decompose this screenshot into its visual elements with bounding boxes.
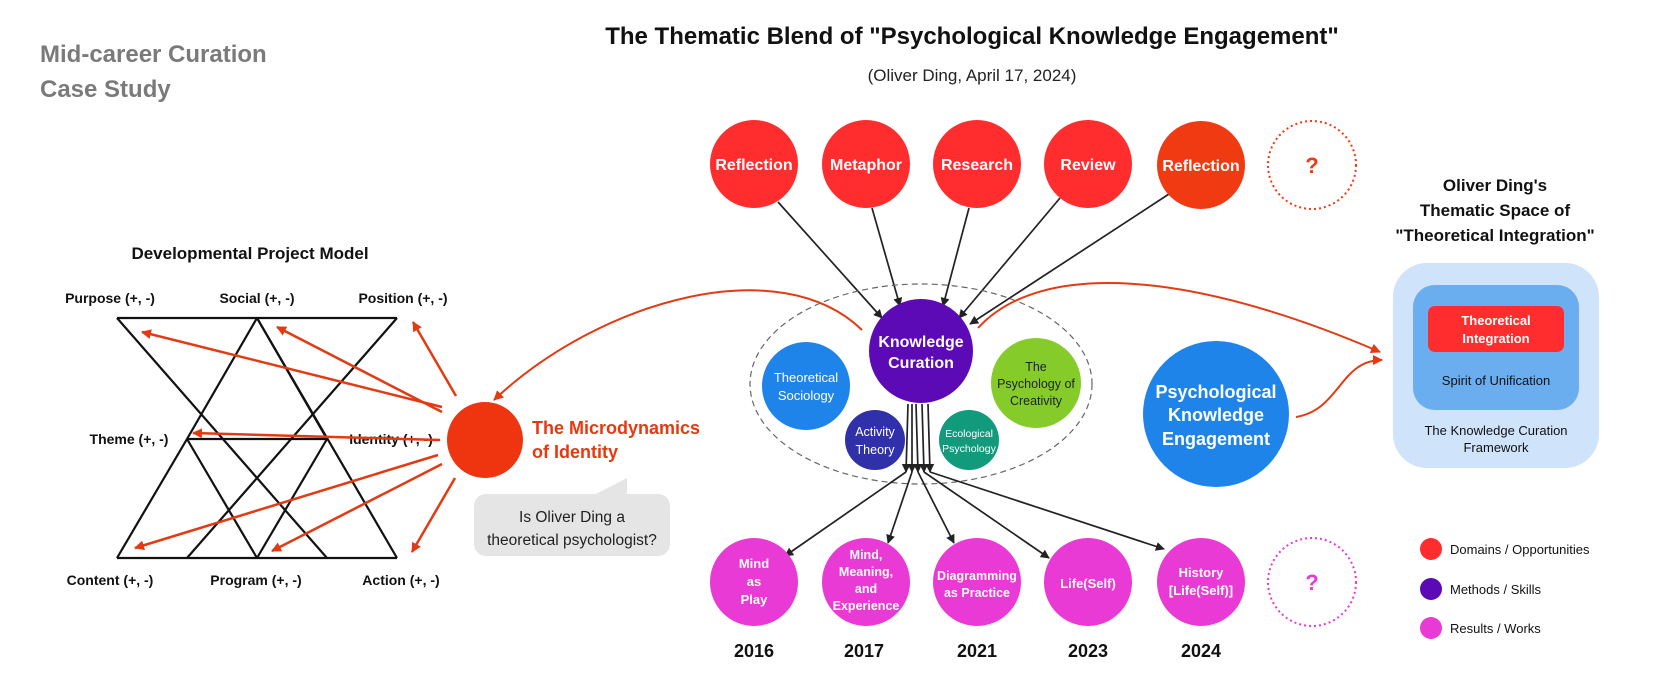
identity-arrows [134,321,458,553]
result-1-line3: Play [741,592,769,607]
result-circle-2: Mind, Meaning, and Experience [822,538,910,626]
domain-circle-3: Research [933,120,1021,208]
legend-label-results: Results / Works [1450,621,1541,636]
domain-circle-4: Review [1044,120,1132,208]
space-heading-line3: "Theoretical Integration" [1395,226,1594,245]
legend-swatch-domains [1420,538,1442,560]
domain-circle-2: Metaphor [822,120,910,208]
result-circle-3: Diagramming as Practice [933,538,1021,626]
dpm-label-theme: Theme (+, -) [90,431,169,447]
result-arrows [784,403,1165,559]
pke-line3: Engagement [1162,429,1270,449]
year-2: 2017 [844,641,884,661]
legend-swatch-methods [1420,578,1442,600]
dpm-label-purpose: Purpose (+, -) [65,290,155,306]
legend-swatch-results [1420,617,1442,639]
dpm-label-program: Program (+, -) [210,572,301,588]
result-4-line1: Life(Self) [1060,576,1116,591]
dpm-label-social: Social (+, -) [219,290,294,306]
domain-arrows [777,193,1170,325]
microdynamics-label-line1: The Microdynamics [532,418,700,438]
method-theoretical-sociology-line2: Sociology [778,388,835,403]
method-activity-theory: Activity Theory [845,410,905,470]
result-3-line1: Diagramming [937,569,1017,583]
dpm-label-content: Content (+, -) [67,572,154,588]
result-2-line3: and [855,582,877,596]
year-1: 2016 [734,641,774,661]
result-label-unknown: ? [1305,570,1318,595]
domain-label-3: Research [941,157,1013,174]
method-ecological-psychology: Ecological Psychology [939,410,999,470]
method-ecological-psychology-line1: Ecological [945,428,993,440]
result-circle-1: Mind as Play [710,538,798,626]
dpm-label-position: Position (+, -) [358,290,447,306]
year-3: 2021 [957,641,997,661]
method-ecological-psychology-line2: Psychology [942,443,996,455]
thematic-space-box: Theoretical Integration Spirit of Unific… [1393,263,1599,468]
corner-title-line2: Case Study [40,76,171,103]
dpm-heading: Developmental Project Model [131,244,368,263]
speech-bubble-line2: theoretical psychologist? [487,532,657,549]
result-circle-unknown: ? [1267,537,1357,627]
knowledge-curation-circle: Knowledge Curation [869,299,973,403]
speech-bubble-line1: Is Oliver Ding a [519,509,625,526]
curation-to-identity-arrow [493,289,863,401]
knowledge-curation-line1: Knowledge [878,334,963,351]
speech-bubble: Is Oliver Ding a theoretical psychologis… [474,478,670,556]
year-5: 2024 [1181,641,1221,661]
result-2-line1: Mind, [850,548,883,562]
domain-label-1: Reflection [715,157,792,174]
knowledge-curation-line2: Curation [888,355,954,372]
pke-line2: Knowledge [1168,405,1264,425]
pke-to-space-arrow [1295,355,1383,418]
result-2-line2: Meaning, [839,565,893,579]
year-4: 2023 [1068,641,1108,661]
method-creativity-line3: Creativity [1010,394,1063,408]
method-theoretical-sociology-line1: Theoretical [774,370,838,385]
method-creativity-line1: The [1025,360,1047,374]
method-theoretical-sociology: Theoretical Sociology [762,342,850,430]
space-framework-line1: The Knowledge Curation [1424,423,1567,438]
domain-label-4: Review [1060,157,1116,174]
space-heading-line1: Oliver Ding's [1443,176,1547,195]
microdynamics-label-line2: of Identity [532,442,618,462]
result-5-line2: [Life(Self)] [1169,583,1233,598]
result-circle-4: Life(Self) [1044,538,1132,626]
domain-label-unknown: ? [1305,153,1318,178]
result-1-line2: as [747,574,761,589]
page-title: The Thematic Blend of "Psychological Kno… [605,23,1339,50]
space-red-line2: Integration [1462,331,1529,346]
corner-title-line1: Mid-career Curation [40,41,267,68]
domain-label-2: Metaphor [830,157,902,174]
result-5-line1: History [1179,565,1225,580]
dpm-label-action: Action (+, -) [362,572,439,588]
result-3-line2: as Practice [944,586,1010,600]
curation-to-space-arrow [977,282,1381,354]
space-red-line1: Theoretical [1461,313,1530,328]
domain-circle-1: Reflection [710,120,798,208]
domain-label-5: Reflection [1162,158,1239,175]
space-framework-line2: Framework [1463,440,1529,455]
legend-label-methods: Methods / Skills [1450,582,1542,597]
pke-circle: Psychological Knowledge Engagement [1143,341,1289,487]
result-circle-5: History [Life(Self)] [1157,538,1245,626]
page-subtitle: (Oliver Ding, April 17, 2024) [868,66,1077,85]
methods-cluster-outline [749,283,1093,485]
result-1-line1: Mind [739,556,769,571]
legend-label-domains: Domains / Opportunities [1450,542,1590,557]
method-activity-theory-line2: Theory [856,443,896,457]
microdynamics-circle [447,402,523,478]
domain-circle-unknown: ? [1267,120,1357,210]
method-creativity-line2: Psychology of [997,377,1075,391]
space-spirit: Spirit of Unification [1442,373,1550,388]
domain-circle-5: Reflection [1157,121,1245,209]
result-2-line4: Experience [833,599,900,613]
method-psychology-of-creativity: The Psychology of Creativity [991,338,1081,428]
pke-line1: Psychological [1155,382,1276,402]
space-heading-line2: Thematic Space of [1420,201,1571,220]
legend: Domains / Opportunities Methods / Skills… [1420,538,1590,639]
method-activity-theory-line1: Activity [855,425,895,439]
